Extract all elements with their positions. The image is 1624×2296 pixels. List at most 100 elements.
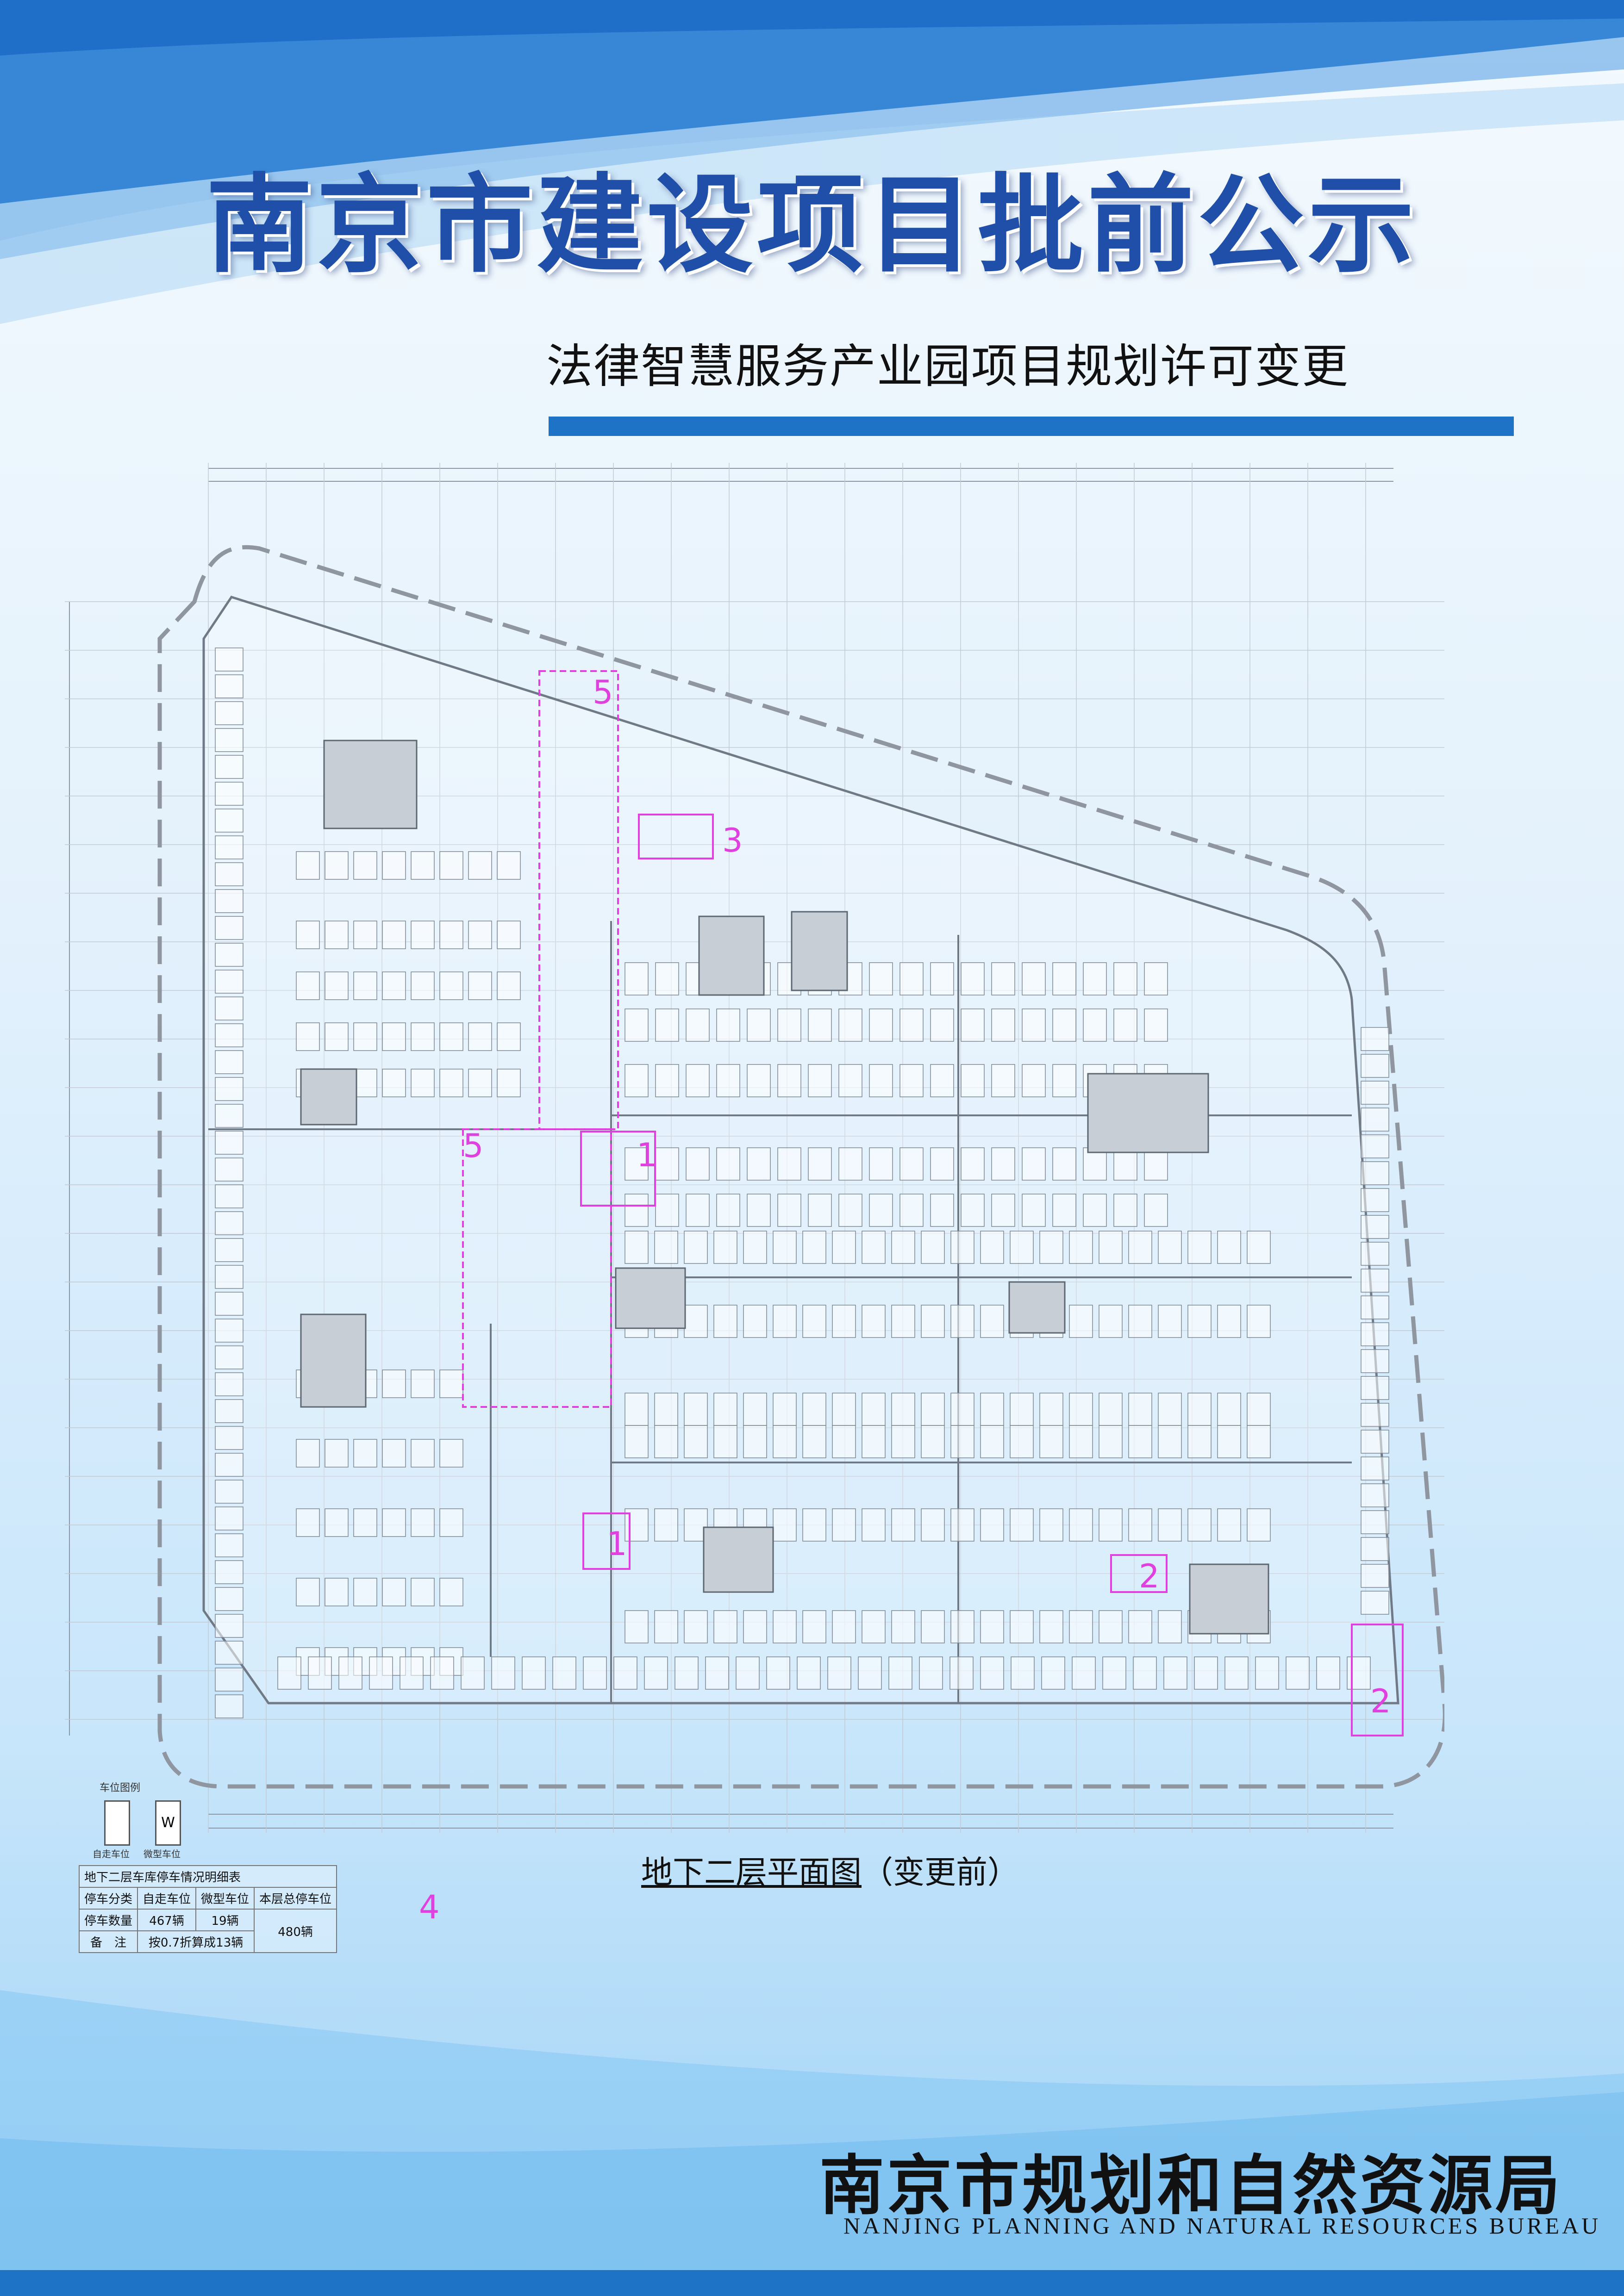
parking-stall xyxy=(802,1508,826,1542)
parking-stall xyxy=(654,1610,678,1643)
parking-stall xyxy=(353,921,377,949)
parking-stall xyxy=(353,1578,377,1606)
parking-stall xyxy=(296,1022,320,1051)
parking-stall xyxy=(215,1345,244,1369)
parking-stall xyxy=(802,1231,826,1264)
parking-stall xyxy=(686,1194,710,1227)
legend-micro-label: 微型车位 xyxy=(144,1848,181,1860)
change-area-3 xyxy=(638,814,714,859)
parking-stall xyxy=(1102,1656,1126,1690)
parking-stall xyxy=(1247,1508,1271,1542)
parking-stall xyxy=(1039,1231,1063,1264)
parking-stall xyxy=(686,1064,710,1097)
parking-stall xyxy=(215,809,244,833)
parking-stall xyxy=(325,1439,349,1468)
parking-stall xyxy=(325,921,349,949)
parking-stall xyxy=(1361,1242,1389,1266)
parking-stall xyxy=(832,1610,856,1643)
parking-stall xyxy=(862,1508,886,1542)
parking-stall xyxy=(215,674,244,698)
parking-stall xyxy=(1361,1376,1389,1400)
parking-stall xyxy=(439,921,463,949)
parking-stall xyxy=(899,1147,924,1181)
parking-stall xyxy=(468,921,492,949)
parking-stall xyxy=(625,1610,649,1643)
parking-stall xyxy=(1022,1194,1046,1227)
parking-stall xyxy=(1316,1656,1340,1690)
parking-stall xyxy=(1039,1425,1063,1458)
parking-stall xyxy=(930,962,954,996)
parking-stall xyxy=(654,1425,678,1458)
parking-stall xyxy=(808,1064,832,1097)
parking-stall xyxy=(215,1211,244,1235)
parking-stall xyxy=(353,1069,377,1097)
parking-stall xyxy=(439,1508,463,1537)
parking-stall xyxy=(684,1425,708,1458)
parking-stall xyxy=(862,1231,886,1264)
parking-stall xyxy=(899,962,924,996)
parking-stall xyxy=(1361,1215,1389,1239)
parking-stall xyxy=(1361,1456,1389,1481)
parking-stall xyxy=(491,1656,515,1690)
parking-stall xyxy=(838,1064,862,1097)
parking-stall xyxy=(980,1305,1004,1338)
parking-stall xyxy=(468,1069,492,1097)
parking-stall xyxy=(675,1656,699,1690)
parking-stall xyxy=(353,1022,377,1051)
parking-stall xyxy=(980,1656,1004,1690)
change-area-1a xyxy=(580,1131,656,1207)
parking-stall xyxy=(773,1610,797,1643)
parking-stall xyxy=(353,1508,377,1537)
parking-stall xyxy=(215,916,244,940)
marker-4: 4 xyxy=(419,1888,440,1926)
parking-stall xyxy=(215,1453,244,1477)
parking-stall xyxy=(1128,1393,1152,1426)
parking-stall xyxy=(705,1656,729,1690)
change-area-5b xyxy=(462,1128,612,1408)
parking-stall xyxy=(716,1064,740,1097)
parking-stall xyxy=(747,1008,771,1042)
parking-stall xyxy=(1217,1508,1241,1542)
parking-stall xyxy=(1083,1147,1107,1181)
legend-title: 车位图例 xyxy=(100,1782,141,1794)
parking-stall xyxy=(215,1560,244,1584)
parking-stall xyxy=(308,1656,332,1690)
parking-stall xyxy=(921,1231,945,1264)
parking-stall xyxy=(686,1147,710,1181)
parking-stall xyxy=(991,1194,1015,1227)
parking-stall xyxy=(215,1533,244,1557)
parking-stall xyxy=(1361,1591,1389,1615)
parking-stall xyxy=(802,1425,826,1458)
parking-stall xyxy=(277,1656,301,1690)
parking-stall xyxy=(215,782,244,806)
bureau-name-en: NANJING PLANNING AND NATURAL RESOURCES B… xyxy=(843,2213,1601,2239)
parking-stall xyxy=(684,1231,708,1264)
parking-stall xyxy=(921,1508,945,1542)
parking-stall xyxy=(832,1305,856,1338)
parking-stall xyxy=(1010,1425,1034,1458)
col-total-stall: 本层总停车位 xyxy=(254,1887,337,1910)
parking-stall xyxy=(1361,1027,1389,1051)
parking-stall xyxy=(1069,1231,1093,1264)
parking-stall xyxy=(369,1656,393,1690)
parking-stall xyxy=(1022,1147,1046,1181)
parking-stall xyxy=(1128,1231,1152,1264)
parking-stall xyxy=(1361,1430,1389,1454)
parking-stall xyxy=(1187,1425,1212,1458)
parking-stall xyxy=(1361,1269,1389,1293)
parking-stall xyxy=(808,1147,832,1181)
parking-stall xyxy=(961,1008,985,1042)
parking-stall xyxy=(1144,1147,1168,1181)
parking-stall xyxy=(1217,1231,1241,1264)
parking-stall xyxy=(382,1369,406,1398)
parking-stall xyxy=(713,1610,737,1643)
parking-stall xyxy=(1361,1322,1389,1346)
change-area-1b xyxy=(582,1512,631,1570)
parking-stall xyxy=(215,1668,244,1692)
parking-stall xyxy=(716,1147,740,1181)
parking-stall xyxy=(832,1425,856,1458)
parking-stall xyxy=(747,1194,771,1227)
parking-stall xyxy=(991,1064,1015,1097)
parking-stall xyxy=(654,1508,678,1542)
